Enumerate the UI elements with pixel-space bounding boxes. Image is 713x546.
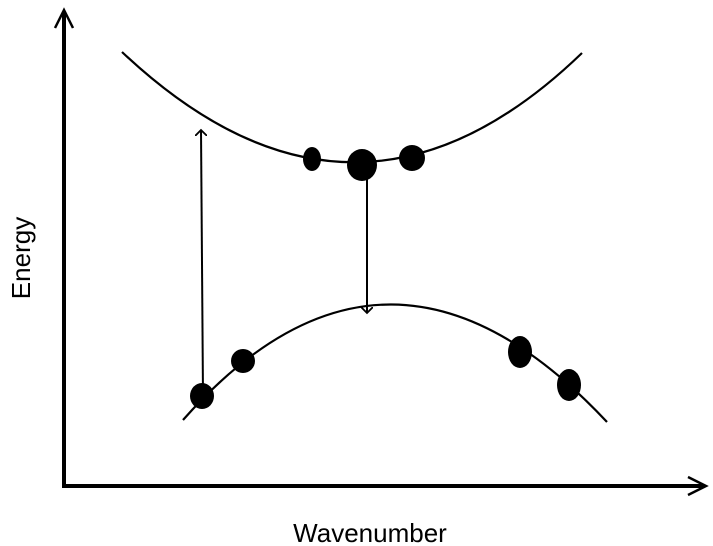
transition-arrows	[201, 130, 367, 397]
x-axis-label: Wavenumber	[293, 518, 447, 546]
electron-dot	[557, 369, 581, 401]
conduction-band-curve	[121, 51, 583, 164]
electron-dot	[303, 147, 321, 171]
upper-band-electrons	[303, 145, 425, 181]
y-axis-label: Energy	[6, 217, 36, 299]
electron-dot	[399, 145, 425, 171]
y-axis-arrowhead	[53, 7, 75, 29]
electron-dot	[347, 149, 377, 181]
electron-dot	[231, 349, 255, 373]
axes	[53, 7, 709, 497]
lower-band-electrons	[190, 336, 581, 409]
electron-dot	[508, 336, 532, 368]
excitation-arrow	[201, 130, 203, 397]
x-axis-arrowhead	[687, 475, 709, 497]
